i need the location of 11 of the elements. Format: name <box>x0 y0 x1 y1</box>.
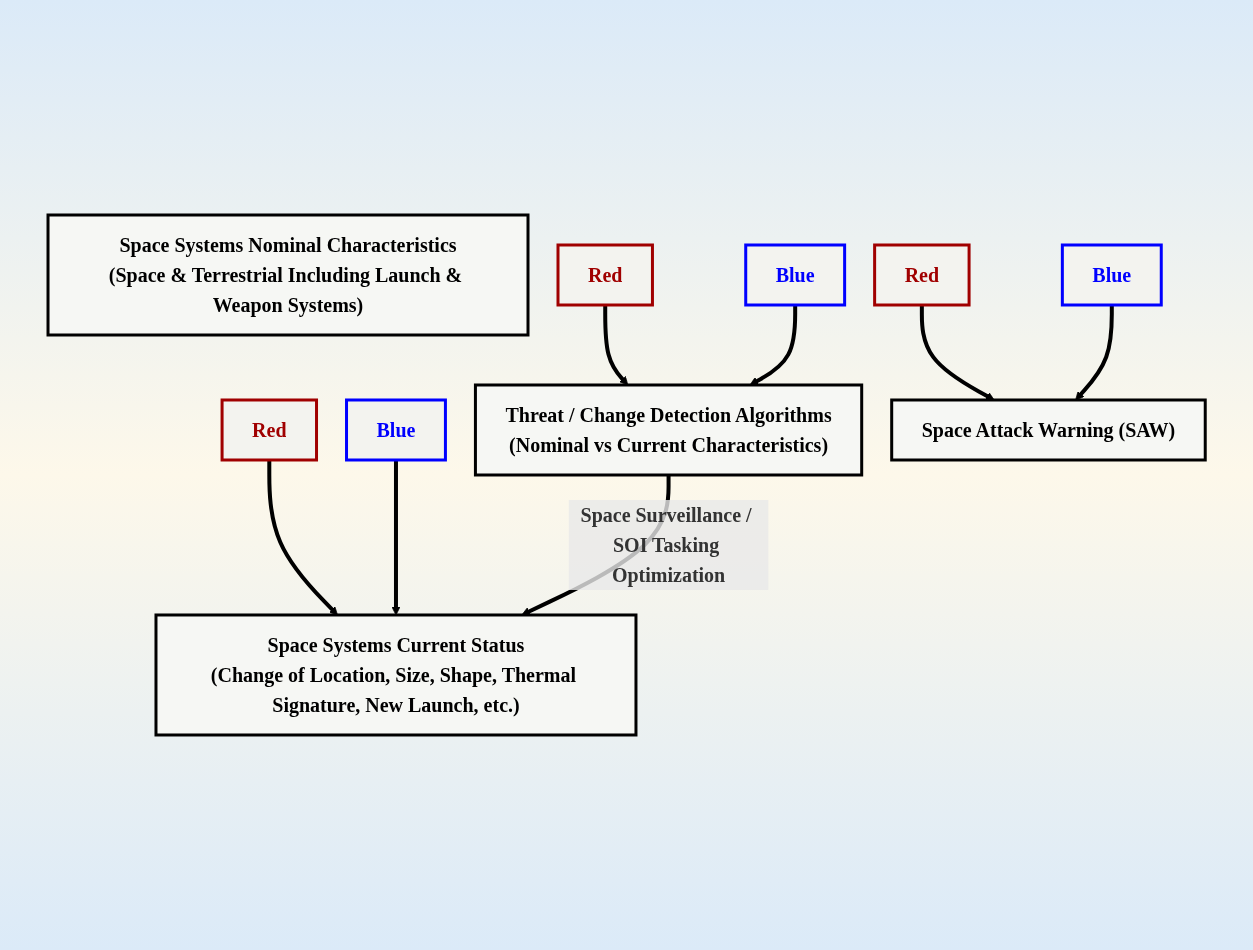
node-box: Blue <box>1060 243 1163 307</box>
node-box: Red <box>556 243 654 307</box>
edge-label: Space Surveillance / SOI Tasking Optimization <box>580 503 752 586</box>
node-box: Space Systems Nominal Characteristics (Space & Terrestrial Including Launch & Weapon Systems) <box>46 213 530 337</box>
node-box: Blue <box>744 243 846 307</box>
node-box: Red <box>873 243 971 307</box>
node-box: Space Systems Current Status (Change of Location, Size, Shape, Thermal Signature, New Launch, etc.) <box>154 613 638 737</box>
node-box: Red <box>220 398 318 462</box>
node-box: Threat / Change Detection Algorithms (Nominal vs Current Characteristics) <box>473 383 864 477</box>
node-box: Space Attack Warning (SAW) <box>890 398 1207 462</box>
node-box: Blue <box>344 398 447 462</box>
